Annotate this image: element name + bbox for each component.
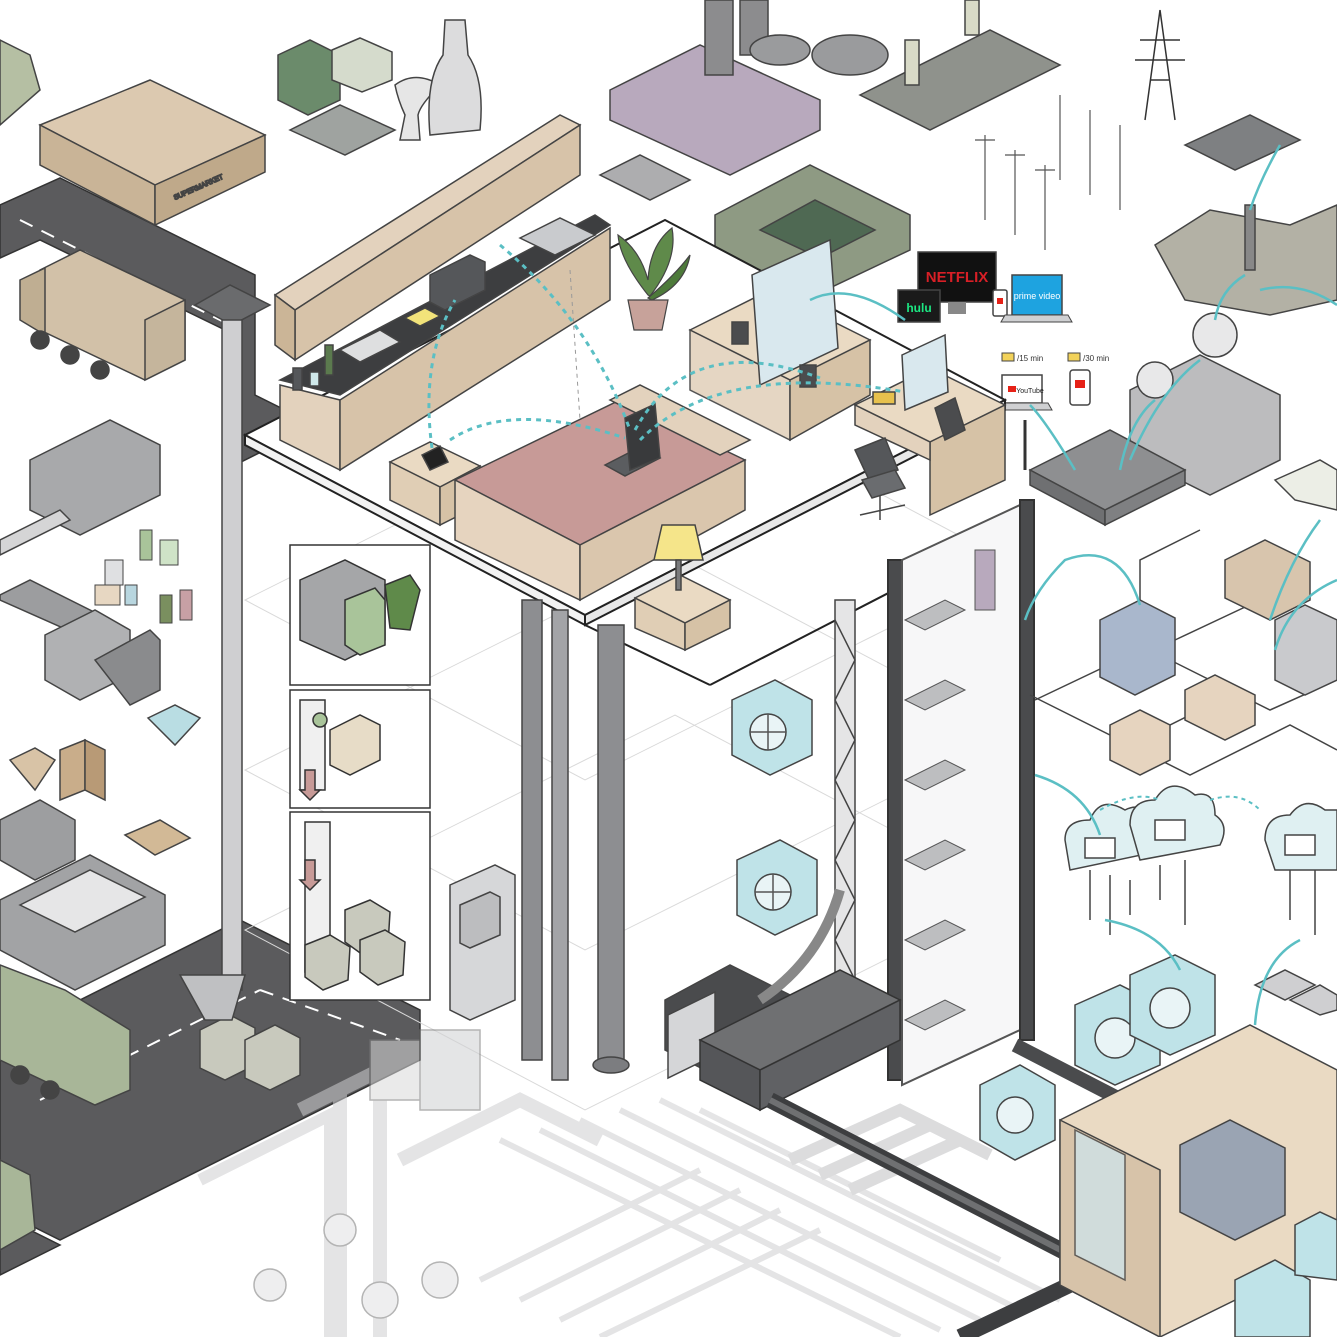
battery-icon: /30 min bbox=[1067, 352, 1109, 363]
data-center bbox=[1059, 969, 1337, 1337]
laptop-icon: hulu bbox=[897, 289, 941, 323]
compactor-machine bbox=[0, 799, 166, 991]
elevator-icon bbox=[887, 499, 1035, 1087]
streaming-services: NETFLIX hulu prime video YouTube /15 mi bbox=[897, 251, 1109, 411]
prime-video-logo: prime video bbox=[1014, 291, 1061, 301]
basement-duct bbox=[698, 969, 1184, 1137]
youtube-logo: YouTube bbox=[1016, 388, 1044, 395]
potted-plant bbox=[617, 226, 691, 331]
cooling-fan-icon bbox=[979, 1064, 1056, 1161]
battery-icon: /15 min bbox=[1001, 352, 1043, 363]
sorting-conveyor bbox=[0, 419, 161, 706]
wifi-signal-arcs bbox=[427, 243, 906, 449]
garbage-truck-lower bbox=[0, 964, 131, 1251]
power-pylon-icon bbox=[1135, 9, 1185, 121]
data-flow-curves bbox=[809, 144, 1337, 1026]
smartphone-icon bbox=[1069, 369, 1091, 406]
mining-site bbox=[714, 164, 911, 296]
waste-sorting-panels bbox=[289, 544, 431, 1001]
cloud-server-icon bbox=[1064, 785, 1337, 935]
computer-desk bbox=[853, 333, 1007, 517]
cooling-fan-icon bbox=[1234, 1211, 1337, 1337]
apartment-building bbox=[242, 114, 1184, 1137]
terrain-ridge bbox=[1154, 204, 1337, 316]
antenna-mast bbox=[834, 599, 856, 1011]
kitchen-counter bbox=[277, 214, 612, 472]
hulu-logo: hulu bbox=[906, 301, 931, 315]
city-buildings bbox=[1099, 459, 1337, 776]
laptop-icon: prime video bbox=[1000, 274, 1073, 323]
router-icon bbox=[1023, 420, 1187, 527]
smartphone-icon bbox=[992, 289, 1008, 317]
vehicle-top-left bbox=[0, 39, 41, 126]
dashed-cloud-links bbox=[1099, 795, 1261, 811]
consumer-products bbox=[277, 19, 482, 156]
battery-time-long: /30 min bbox=[1083, 354, 1109, 363]
power-lines bbox=[975, 95, 1121, 250]
cooling-fan-icon bbox=[731, 679, 813, 776]
recycling-bottles bbox=[94, 529, 193, 624]
industrial-plant bbox=[598, 0, 889, 201]
kitchen-upper-cabinets bbox=[273, 114, 582, 362]
vertical-pipes bbox=[521, 599, 630, 1081]
solar-panel bbox=[1183, 114, 1302, 171]
netflix-logo: NETFLIX bbox=[926, 269, 989, 286]
bedside-lamp bbox=[633, 524, 732, 652]
garbage-truck-icon bbox=[19, 249, 186, 382]
power-plant-pad bbox=[858, 0, 1062, 131]
basement-pipe-network bbox=[197, 1029, 1062, 1337]
electrical-panel bbox=[449, 864, 516, 1021]
waste-chute bbox=[178, 284, 272, 1021]
cooling-fan-icon bbox=[736, 839, 818, 936]
office-chair bbox=[853, 437, 907, 520]
battery-time-short: /15 min bbox=[1017, 354, 1043, 363]
parcel-boxes bbox=[8, 704, 202, 856]
cooling-fan-icon bbox=[1129, 954, 1216, 1056]
office-desk bbox=[688, 238, 872, 442]
supermarket-building: SUPERMARKET bbox=[38, 79, 267, 227]
